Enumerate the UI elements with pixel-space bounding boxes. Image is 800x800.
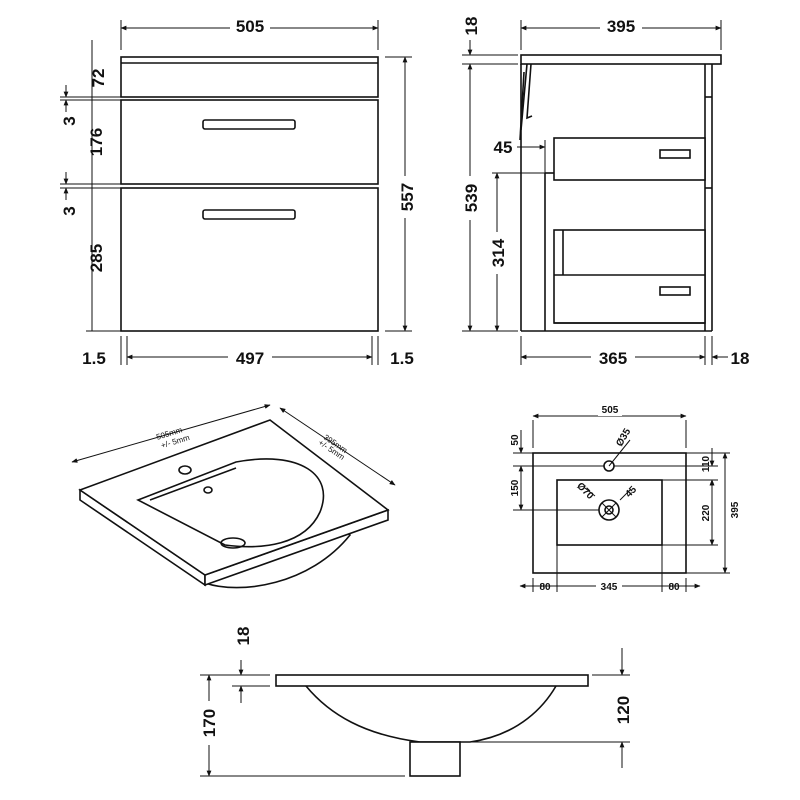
front-inner-width-label: 497 bbox=[236, 349, 264, 368]
side-view: 18 395 539 314 45 365 18 bbox=[461, 17, 749, 368]
section-bowl bbox=[305, 685, 557, 743]
side-worktop bbox=[520, 54, 722, 65]
basin-plan: 505 50 150 Ø35 Ø70 45 110 220 395 8 bbox=[510, 404, 741, 593]
front-view: 505 72 3 176 3 285 557 497 1.5 1.5 bbox=[60, 17, 418, 368]
plan-width-label: 505 bbox=[602, 405, 619, 416]
front-right-margin-label: 1.5 bbox=[390, 349, 414, 368]
side-lower-height-label: 314 bbox=[489, 238, 508, 267]
plan-bowl-depth-label: 220 bbox=[701, 504, 712, 521]
basin-isometric: 505mm +/- 5mm 395mm +/- 5mm bbox=[71, 404, 396, 589]
section-waste bbox=[409, 741, 461, 777]
side-body-height-label: 539 bbox=[462, 184, 481, 212]
plan-right-margin-label: 80 bbox=[668, 582, 680, 593]
plan-bowl-width-label: 345 bbox=[601, 582, 618, 593]
side-drawer-bottom bbox=[553, 229, 706, 324]
front-drawer-bottom-label: 285 bbox=[87, 244, 106, 272]
plan-tap-offset-label: 50 bbox=[510, 434, 521, 446]
side-drawer-top bbox=[553, 137, 706, 181]
tap-hole bbox=[178, 465, 192, 475]
side-handle-projection-label: 45 bbox=[494, 138, 513, 157]
plan-bowl-offset-label: 150 bbox=[510, 479, 521, 496]
front-drawer-top-label: 176 bbox=[87, 128, 106, 156]
basin-bowl bbox=[136, 458, 325, 548]
front-width-label: 505 bbox=[236, 17, 264, 36]
overflow-hole bbox=[203, 486, 213, 494]
drawer-handle-bottom bbox=[202, 209, 296, 220]
plan-left-margin-label: 80 bbox=[539, 582, 551, 593]
side-back-thickness-label: 18 bbox=[731, 349, 750, 368]
plan-bowl bbox=[556, 479, 663, 546]
front-gap-top-label: 3 bbox=[60, 116, 79, 125]
front-gap-bottom-label: 3 bbox=[60, 206, 79, 215]
front-top-offset-label: 72 bbox=[89, 69, 108, 88]
plan-tap-to-bowl-label: 110 bbox=[701, 455, 712, 472]
section-overall-height-label: 170 bbox=[200, 709, 219, 737]
side-inner-depth-label: 365 bbox=[599, 349, 627, 368]
plan-depth-label: 395 bbox=[730, 501, 741, 518]
front-total-height-label: 557 bbox=[398, 183, 417, 211]
section-rim-thickness-label: 18 bbox=[234, 627, 253, 646]
basin-section: 18 170 120 bbox=[200, 627, 633, 777]
drawer-handle-top bbox=[202, 119, 296, 130]
section-bowl-height-label: 120 bbox=[614, 696, 633, 724]
front-drawer-top bbox=[120, 99, 379, 185]
plan-tap-hole-label: Ø35 bbox=[614, 426, 633, 448]
side-depth-label: 395 bbox=[607, 17, 635, 36]
side-top-thickness-label: 18 bbox=[462, 17, 481, 36]
plan-outline bbox=[532, 452, 687, 574]
front-left-margin-label: 1.5 bbox=[82, 349, 106, 368]
waste-hole bbox=[220, 537, 246, 549]
front-drawer-bottom bbox=[120, 187, 379, 332]
section-rim bbox=[275, 674, 589, 687]
